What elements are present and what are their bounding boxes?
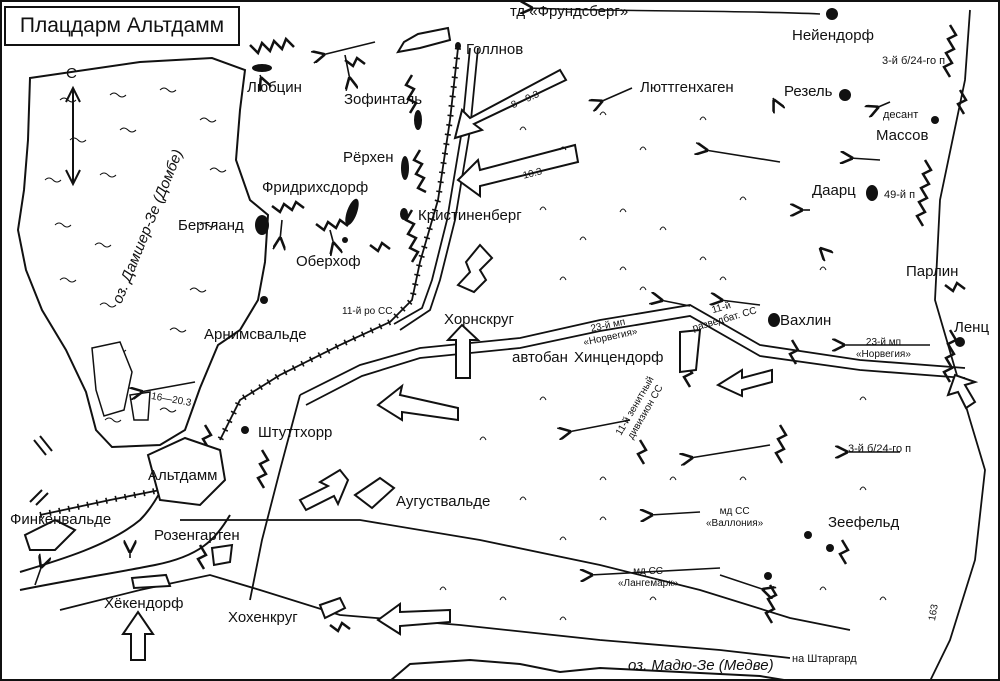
river-line [19,514,231,591]
unit-mdss-langemark: мд СС «Лангемарк» [618,566,678,589]
big-arrows [121,26,979,661]
place-neiendorf: Нейендорф [792,27,874,44]
place-rozengarten: Розенгартен [154,527,240,544]
unit-mdss-langemark-line1: мд СС [633,566,664,577]
island [129,391,151,421]
unit-mp23-east-line2: «Норвегия» [856,348,911,360]
place-shtuttkhorr: Штуттхорр [258,424,333,441]
place-kristinenberg: Кристиненберг [418,207,522,224]
place-hintsendorf: Хинцендорф [574,349,664,366]
place-zofintal: Зофинталь [344,91,423,108]
unit-p49: 49-й п [884,189,916,201]
built-up-areas [23,328,702,620]
place-massov: Массов [876,127,929,144]
unit-mdss-langemark-line2: «Лангемарк» [618,577,679,589]
unit-desant: десант [883,109,919,121]
lake-dammsher-shape [16,56,270,449]
place-finkenvalde: Финкенвальде [10,511,112,528]
place-hornskrug: Хорнскруг [444,311,515,328]
place-lents: Ленц [954,319,990,336]
place-daarts: Даарц [812,182,856,199]
unit-mdss-vallonia-line2: «Валлония» [706,517,764,529]
place-parlin: Парлин [906,263,959,280]
place-rerhen: Рёрхен [343,149,394,166]
map-title: Плацдарм Альтдамм [4,6,240,46]
island [91,341,133,417]
crossings [29,435,53,506]
place-na-shtargard: на Штаргард [792,653,857,665]
unit-markers [241,8,965,580]
unit-mdss-vallonia-line1: мд СС [719,506,750,517]
place-altdamm: Альтдамм [148,467,218,484]
movement-arrows [34,8,930,590]
place-lyuttgenhagen: Люттгенхаген [640,79,734,96]
unit-mp23-east: 23-й мп «Норвегия» [856,337,911,360]
railways [39,47,461,518]
lake-madyu-shore [389,658,791,681]
place-oberhof: Оберхоф [296,253,361,270]
north-label: С [66,65,77,82]
autobahn-label: автобан [512,349,568,366]
unit-ro11: 11-й ро СС [342,306,393,317]
lake-madyu-label: оз. Мадю-Зе (Медве) [628,657,774,674]
place-hohenkrug: Хохенкруг [228,609,298,626]
unit-mdss-vallonia: мд СС «Валлония» [706,506,763,529]
place-bergland: Бергланд [178,217,244,234]
north-arrow [65,85,81,187]
place-vahlin: Вахлин [780,312,832,329]
terrain-marks [439,111,887,621]
unit-td-frundsberg: тд «Фрундсберг» [510,3,629,20]
place-arnimsvalde: Арнимсвальде [204,326,307,343]
place-zeefeld: Зеефельд [828,514,900,531]
unit-b3-24-north: 3-й б/24-го п [882,55,946,67]
place-rezel: Резель [784,83,833,100]
unit-mp23-east-line1: 23-й мп [865,337,901,348]
place-gollnov: Голлнов [466,41,524,58]
place-hekendorf: Хёкендорф [104,595,184,612]
unit-b3-24-south: 3-й б/24-го п [848,443,912,455]
place-lyubtsin: Любцин [247,79,302,96]
place-avgustvalde: Аугуствальде [396,493,491,510]
place-fridrihsdorf: Фридрихсдорф [262,179,369,196]
